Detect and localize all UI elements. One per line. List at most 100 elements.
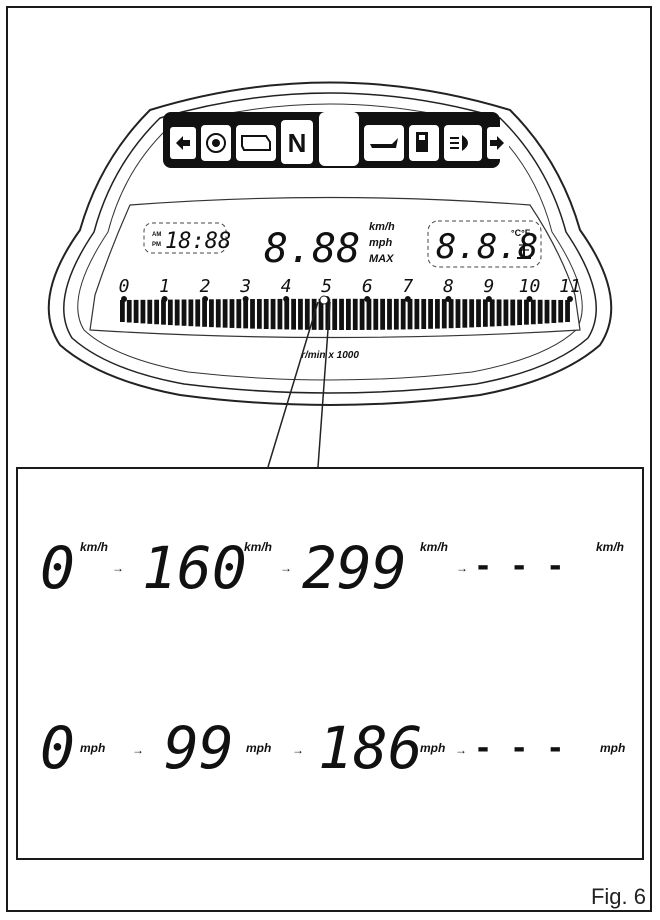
rpm-scale-label: r/min x 1000 [301,350,359,361]
arrow-icon: → [292,743,304,757]
kmh-step-1-unit: km/h [244,540,272,554]
rpm-tick-label: 11 [559,276,581,297]
rpm-bar-segment [181,299,187,326]
rpm-bar-segment [339,298,344,330]
rpm-bar-segment [154,299,160,325]
rpm-bar-segment [256,299,262,329]
abs-icon [206,133,226,153]
rpm-bar-segment [229,299,235,328]
arrow-icon: → [132,743,144,757]
rpm-bar-segment [435,299,440,329]
rpm-bar-segment [421,298,427,329]
rpm-bar-segment [489,299,495,327]
rpm-bar-segment [188,299,194,327]
rpm-bar-segment [202,299,207,327]
rpm-bar-segment [332,298,338,330]
rpm-bar-segment [537,299,543,324]
rpm-bar-segment [393,298,399,330]
kmh-row: 0 km/h → 160 km/h → 299 km/h → - - - km/… [40,534,624,602]
rpm-bar-segment [503,299,509,326]
rpm-tick-label: 9 [483,276,494,297]
rpm-bar-segment [147,299,153,324]
rpm-bar-graph [120,298,570,330]
figure-label: Fig. 6 [590,884,646,909]
arrow-icon: → [456,561,468,575]
mph-step-1-value: 99 [164,714,234,782]
mph-step-1-unit: mph [246,741,271,755]
rpm-bar-segment [558,299,564,323]
temp-frame [427,220,542,268]
rpm-bar-segment [517,299,522,326]
rpm-bar-segment [414,298,420,330]
kmh-step-0-value: 0 [40,534,75,602]
temp-units: °C°F [511,228,531,238]
temp-digits: 8.8.8 [436,227,538,267]
rpm-bar-segment [380,298,386,330]
neutral-indicator [281,120,313,164]
rpm-bar-segment [387,298,392,330]
rpm-tick-label: 10 [519,276,541,297]
rpm-bar-segment [236,299,242,329]
rpm-bar-segment [530,299,536,325]
rpm-bar-segment [133,299,139,323]
rpm-bar-segment [250,299,255,329]
rpm-tick-label: 4 [281,276,292,297]
rpm-bar-segment [284,298,290,330]
rpm-bar-segment [551,299,557,323]
clock-am: AM [152,232,161,238]
rpm-bar-segment [352,298,358,330]
rpm-bar-segment [120,300,125,322]
mph-step-0-unit: mph [80,741,105,755]
zoom-line-right [317,301,331,468]
rpm-bar-segment [161,299,166,325]
rpm-bar-segment [195,299,201,327]
rpm-bar-segment [476,299,481,328]
rpm-bar-segment [359,298,365,330]
rpm-bar-segment [325,298,331,330]
rpm-bar-segment [215,299,221,328]
rpm-tick-label: 7 [402,276,413,297]
rpm-bar-segment [544,299,550,324]
rpm-bar-segment [448,299,454,329]
rpm-bar-segment [140,299,146,324]
kmh-step-3-unit: km/h [596,540,624,554]
mph-step-2-value: 186 [318,714,423,782]
mph-row: 0 mph → 99 mph → 186 mph → - - - mph [40,714,625,782]
rpm-tick-label: 8 [443,276,454,297]
rpm-bar-segment [270,298,276,330]
rpm-bar-segment [222,299,228,328]
indicator-lights: N [170,112,509,166]
clock-digits: 18:88 [165,229,231,254]
engine-icon [241,135,271,151]
rpm-bar-segment [366,298,372,330]
rpm-tick-label: 5 [321,276,332,297]
rpm-bar-segment [510,299,516,326]
rpm-bar-segment [304,298,310,330]
rpm-bar-segment [469,299,475,328]
clock-pm: PM [152,242,161,248]
rpm-bar-segment [565,300,570,322]
rpm-tick-label: 3 [239,276,251,297]
headlight-icon [462,135,468,151]
rpm-bar-segment [441,299,447,329]
clock-frame [143,222,227,254]
rpm-bar-segment [455,299,461,328]
rpm-bar-segment [318,298,324,330]
rpm-bar-segment [496,299,502,327]
zoom-origin-marker [319,295,329,305]
rpm-bar-segment [298,298,303,330]
speed-sequence-detail [16,467,644,860]
rpm-bar-segment [263,298,269,329]
rpm-tick-label: 2 [200,276,211,297]
arrow-icon: → [280,561,292,575]
oil-indicator [364,125,404,161]
rpm-bar-segment [209,299,214,328]
kmh-step-2-unit: km/h [420,540,448,554]
rpm-bar-segment [407,298,413,330]
rpm-bar-segment [462,299,468,328]
rpm-bar-segment [482,299,488,327]
mph-step-3-value: - - - [474,731,564,766]
oil-can-icon [370,138,398,148]
